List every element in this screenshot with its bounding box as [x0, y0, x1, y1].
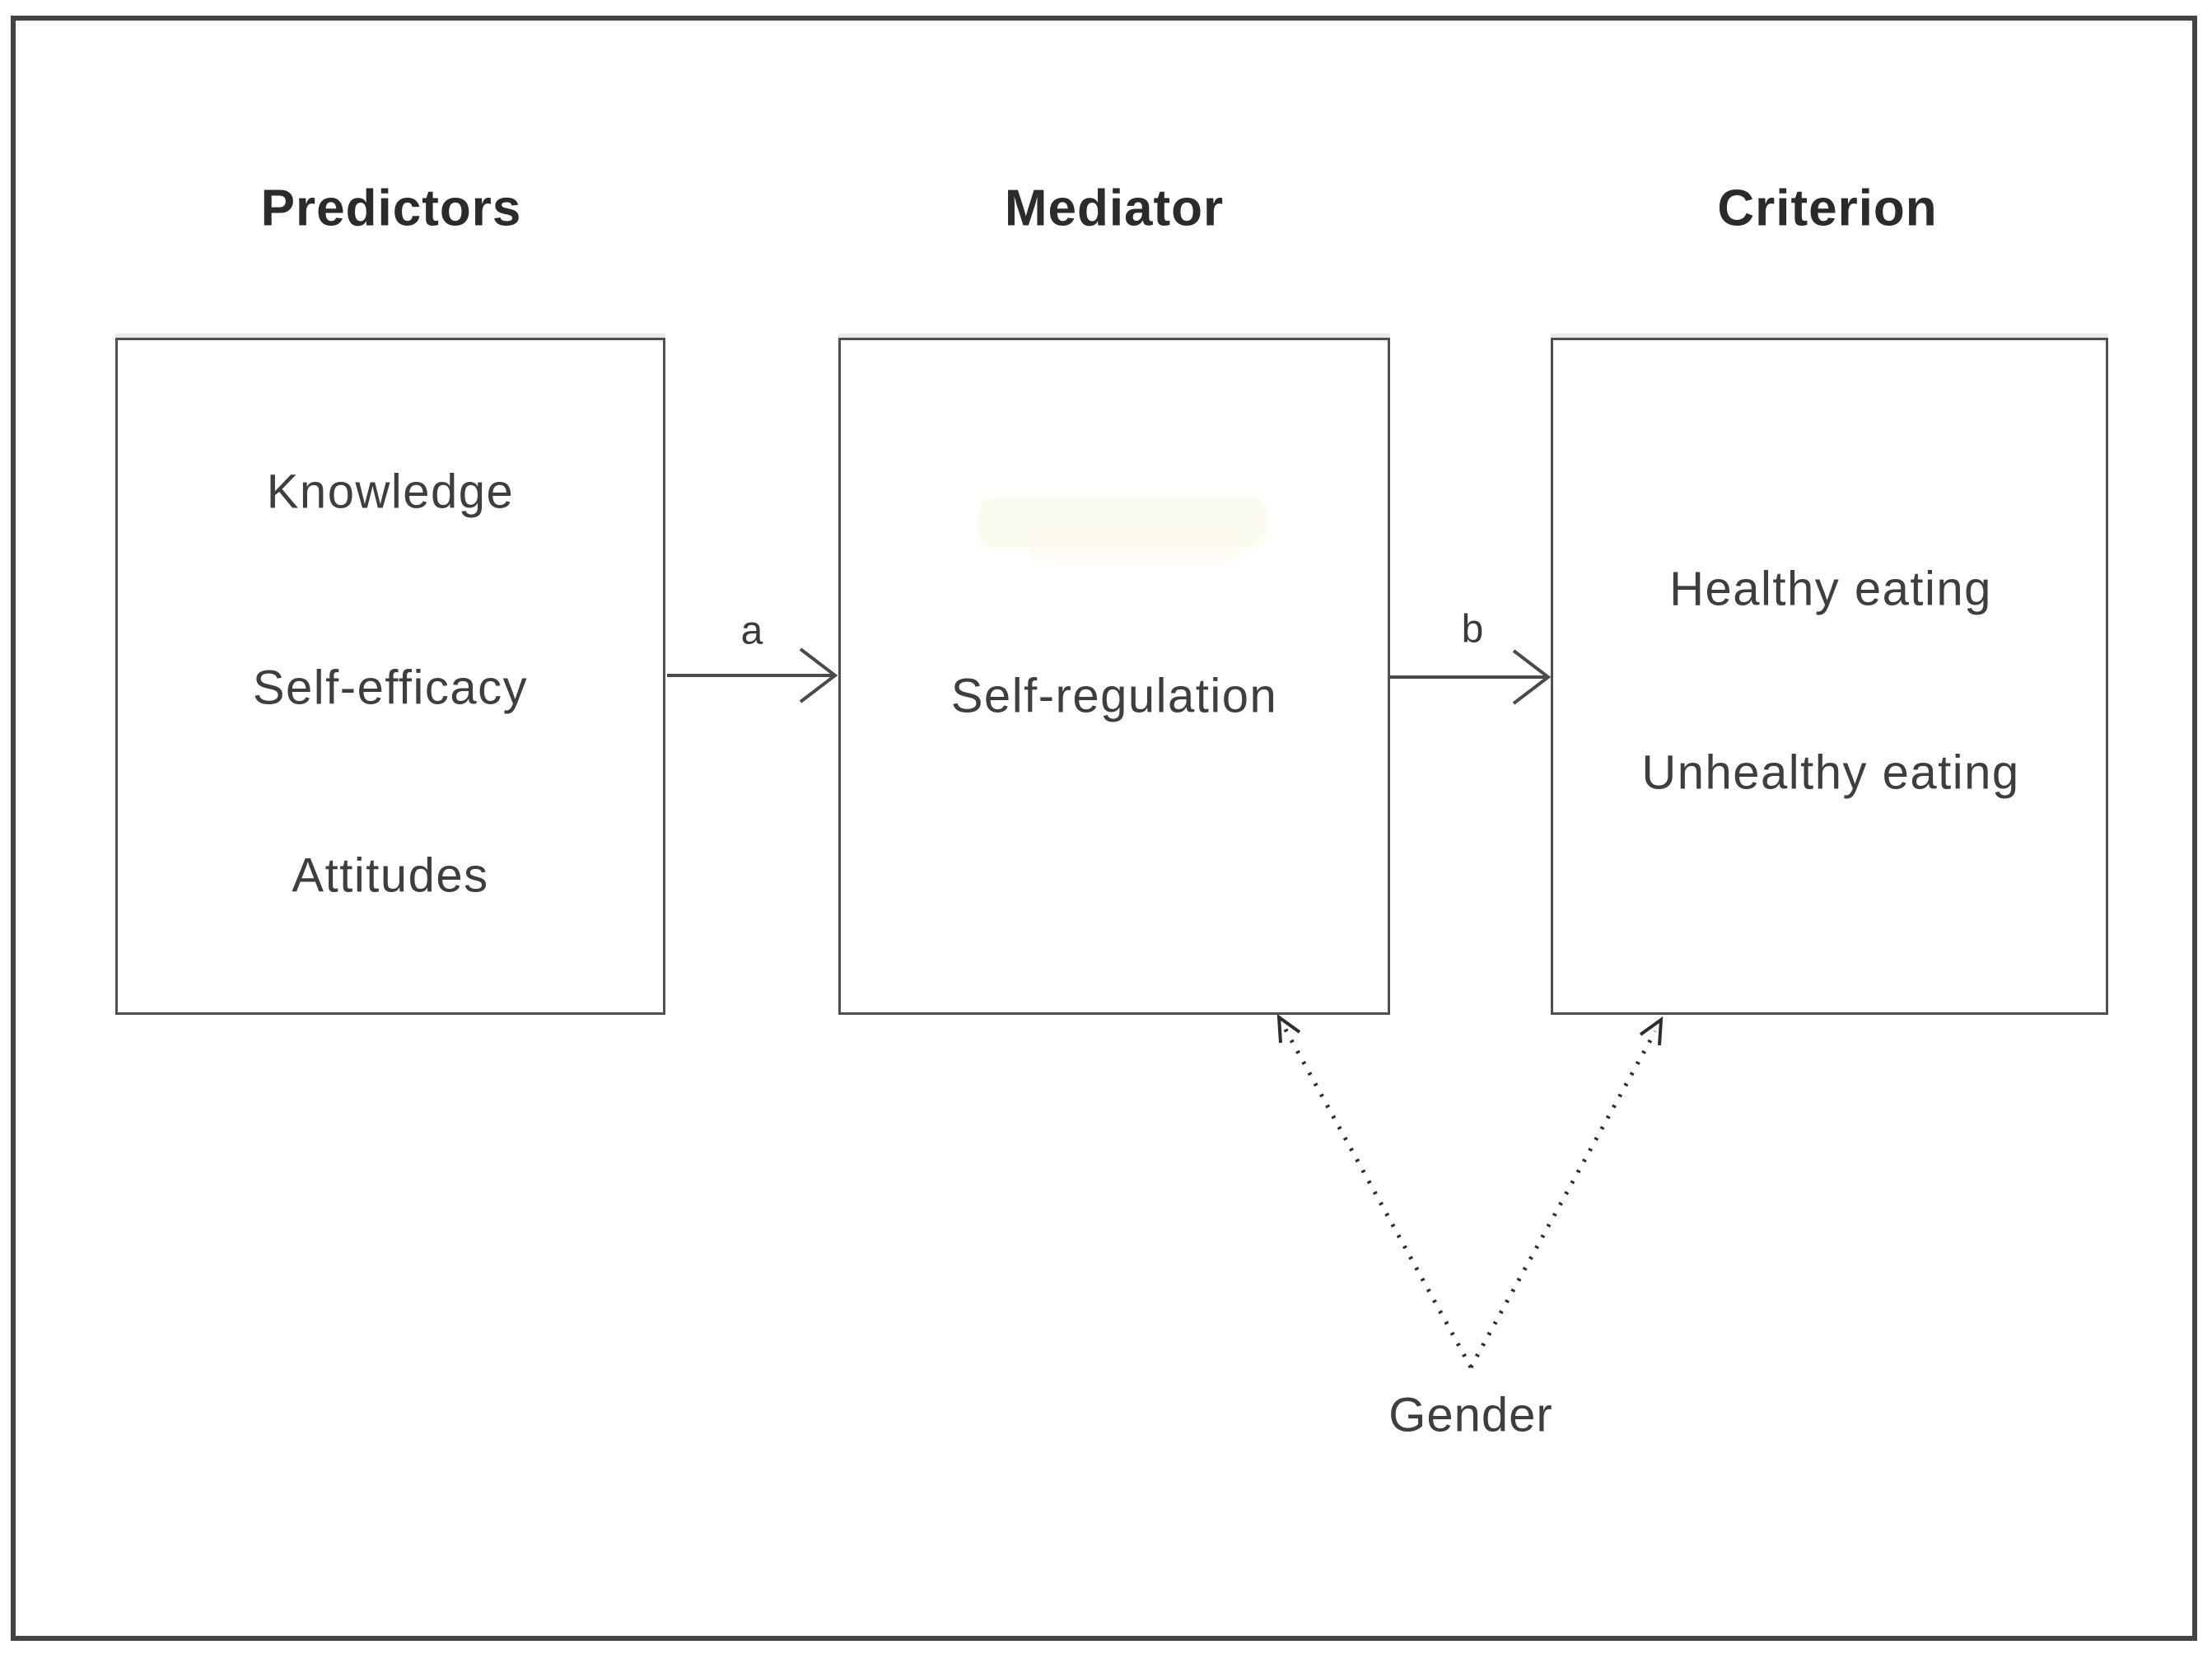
path-a-label: a	[740, 609, 763, 653]
path-b-label: b	[1461, 607, 1484, 652]
predictors-item-knowledge: Knowledge	[266, 465, 515, 519]
moderator-gender-label: Gender	[1388, 1388, 1553, 1442]
column-header-criterion: Criterion	[1717, 180, 1938, 237]
criterion-box	[1551, 338, 2108, 1015]
mediator-box	[838, 338, 1390, 1015]
diagram-border-frame	[11, 16, 2197, 1641]
predictors-item-self-efficacy: Self-efficacy	[252, 661, 529, 715]
column-header-predictors: Predictors	[260, 180, 522, 237]
predictors-item-attitudes: Attitudes	[292, 848, 489, 903]
column-header-mediator: Mediator	[1004, 180, 1225, 237]
criterion-item-healthy-eating: Healthy eating	[1669, 562, 1992, 616]
predictors-box	[115, 338, 665, 1015]
criterion-item-unhealthy-eating: Unhealthy eating	[1641, 745, 2020, 800]
mediator-item-self-regulation: Self-regulation	[950, 669, 1278, 723]
erased-text-artifact-lower	[1029, 534, 1239, 563]
